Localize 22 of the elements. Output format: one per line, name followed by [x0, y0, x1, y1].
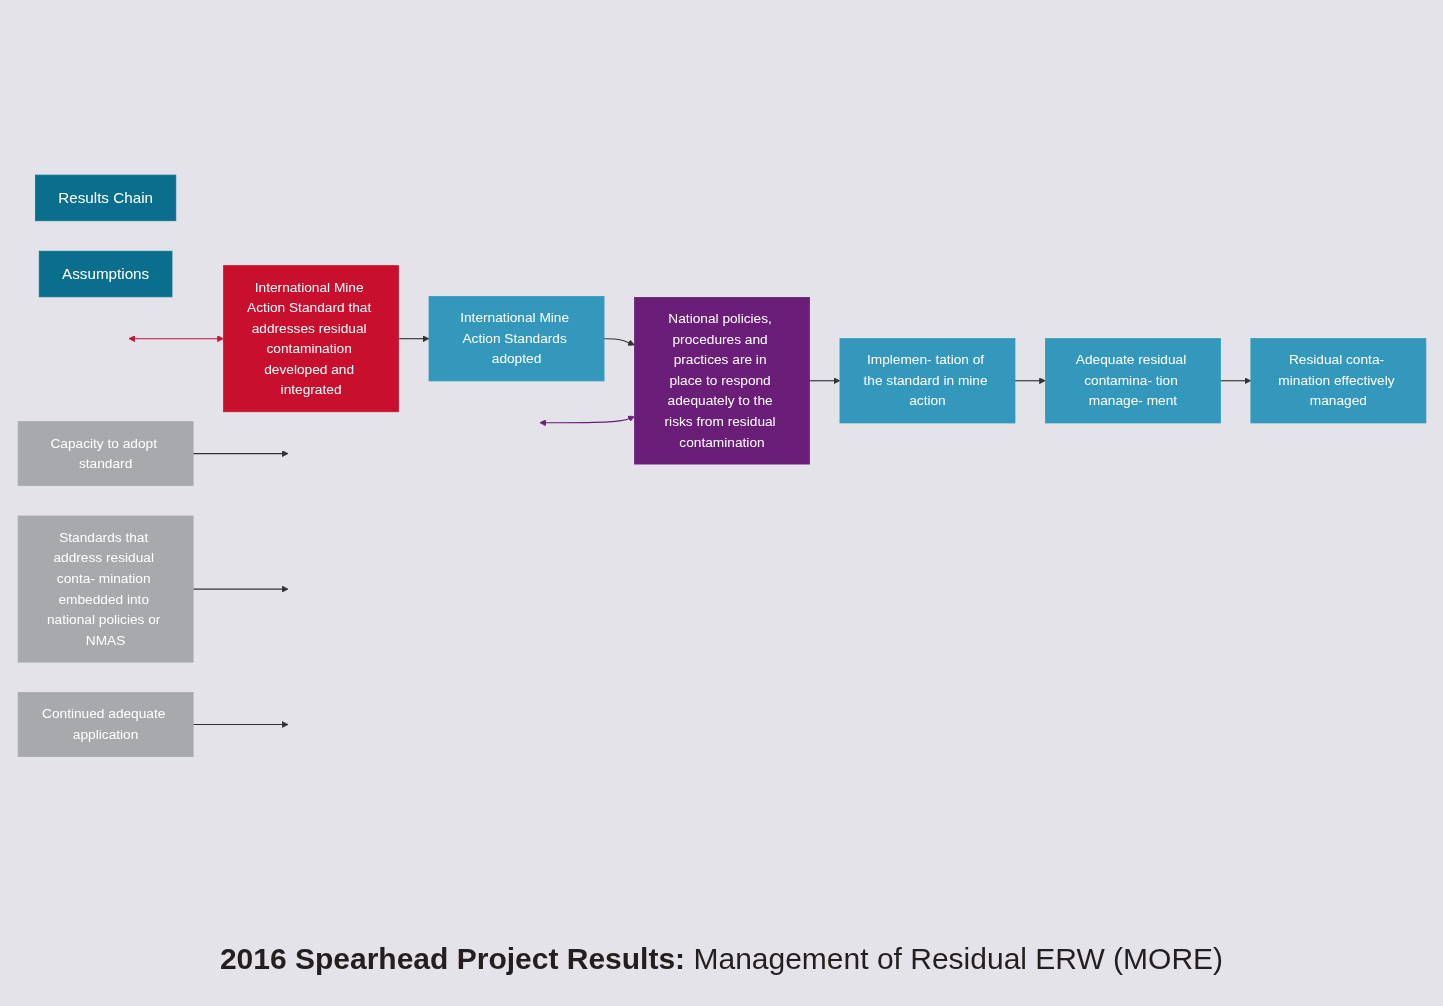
arrow — [397, 335, 429, 343]
node-box: National policies, procedures and practices are in place to respond adequately to the risks from residual contamination — [633, 297, 810, 465]
node-box: Adequate residual contamina- tion manage- ment — [1044, 338, 1221, 424]
arrow — [192, 721, 289, 729]
node-box: Standards that address residual conta- mination embedded into national policies or NMAS — [17, 515, 193, 663]
node-box: Results Chain — [34, 174, 176, 222]
arrow — [1219, 377, 1251, 385]
arrow — [192, 450, 289, 458]
node-box: International Mine Action Standards adopted — [428, 296, 604, 382]
node-box: Implemen- tation of the standard in mine action — [839, 338, 1015, 424]
node-box: Assumptions — [38, 251, 172, 298]
node-box: Residual conta- mination effectively managed — [1250, 338, 1426, 424]
node-box: International Mine Action Standard that addresses residual contamination developed and integrated — [222, 265, 399, 413]
arrow — [538, 415, 635, 427]
arrow — [808, 377, 840, 385]
node-box: Capacity to adopt standard — [17, 421, 193, 487]
arrow — [1013, 377, 1046, 385]
node-box: Continued adequate application — [17, 692, 193, 758]
caption: 2016 Spearhead Project Results: Management of Residual ERW (MORE) — [219, 941, 1224, 977]
arrow — [127, 335, 224, 343]
arrow — [602, 338, 635, 346]
arrow — [192, 585, 289, 593]
